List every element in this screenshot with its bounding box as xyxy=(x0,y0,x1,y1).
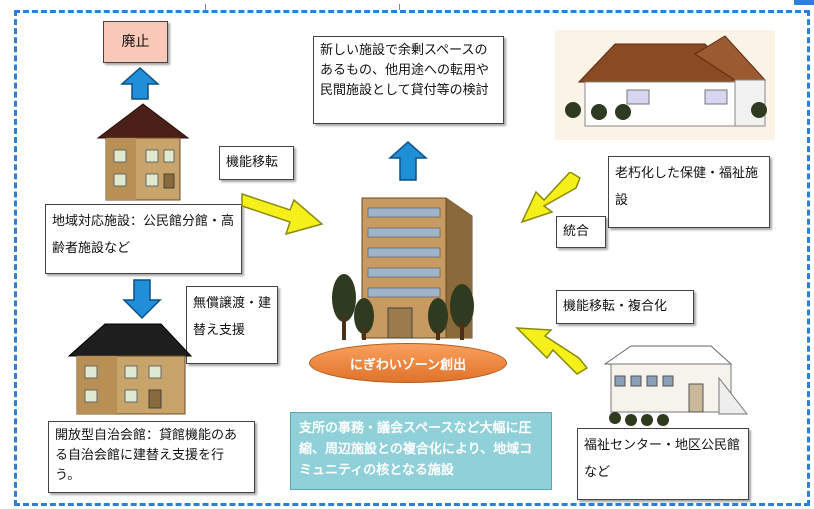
function-transfer-box: 機能移転 xyxy=(219,146,294,180)
yellow-arrow-right-upper-icon xyxy=(520,172,581,224)
community-hall-illustration xyxy=(67,323,193,415)
branch-office-label: 支所の事務・議会スペースなど大幅に圧縮、周辺施設との複合化により、地域コミュニテ… xyxy=(299,421,533,478)
blue-arrow-center-up-icon xyxy=(388,140,428,181)
central-building-illustration xyxy=(332,197,474,340)
abolish-label: 廃止 xyxy=(121,34,150,50)
open-hall-box: 開放型自治会館：貸館機能のある自治会館に建替え支援を行う。 xyxy=(48,421,255,493)
integration-box: 統合 xyxy=(556,216,606,248)
function-transfer-combine-box: 機能移転・複合化 xyxy=(556,290,694,324)
welfare-center-label: 福祉センター・地区公民館など xyxy=(584,438,741,480)
blue-arrow-down-icon xyxy=(122,279,162,320)
branch-office-box: 支所の事務・議会スペースなど大幅に圧縮、周辺施設との複合化により、地域コミュニテ… xyxy=(290,412,552,490)
open-hall-label: 開放型自治会館：貸館機能のある自治会館に建替え支援を行う。 xyxy=(55,428,238,484)
free-transfer-box: 無償譲渡・建替え支援 xyxy=(186,286,278,364)
corner-bar xyxy=(794,0,814,5)
regional-facility-label: 地域対応施設：公民館分館・高齢者施設など xyxy=(52,214,235,256)
aging-facility-box: 老朽化した保健・福祉施設 xyxy=(608,156,770,228)
yellow-arrow-icon xyxy=(241,192,324,236)
welfare-center-box: 福祉センター・地区公民館など xyxy=(577,428,749,500)
lively-zone-label: にぎわいゾーン創出 xyxy=(309,343,507,383)
function-transfer-combine-label: 機能移転・複合化 xyxy=(563,299,668,314)
integration-label: 統合 xyxy=(563,224,590,239)
welfare-house-illustration xyxy=(555,30,775,140)
welfare-center-illustration xyxy=(603,345,749,426)
function-transfer-label: 機能移転 xyxy=(226,155,279,170)
surplus-space-box: 新しい施設で余剰スペースのあるもの、他用途への転用や民間施設として貸付等の検討 xyxy=(313,36,504,124)
aging-facility-label: 老朽化した保健・福祉施設 xyxy=(615,166,759,208)
blue-arrow-up-icon xyxy=(120,66,160,100)
regional-facility-box: 地域対応施設：公民館分館・高齢者施設など xyxy=(45,204,242,274)
community-house-illustration xyxy=(96,103,190,201)
yellow-arrow-right-lower-icon xyxy=(515,327,589,375)
abolish-box: 廃止 xyxy=(103,21,168,63)
free-transfer-label: 無償譲渡・建替え支援 xyxy=(193,296,272,338)
surplus-space-label: 新しい施設で余剰スペースのあるもの、他用途への転用や民間施設として貸付等の検討 xyxy=(320,43,490,99)
